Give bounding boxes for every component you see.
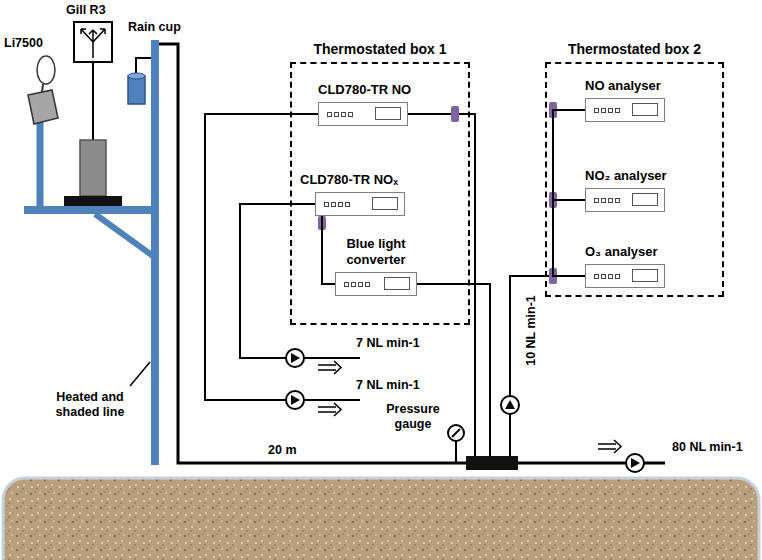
analyser-unit: CLD780-TR NOₓ [300,172,405,216]
pressure-gauge [452,429,460,437]
annotation-label: 20 m [268,443,297,458]
annotation-label: Li7500 [4,36,43,51]
instrument-label: NO analyser [585,78,665,94]
anemometer-head [74,22,112,62]
ground [3,478,759,560]
annotation-label: 7 NL min-1 [356,336,420,351]
instrument-box [318,102,408,126]
instrument-button [345,202,350,207]
brace [95,214,153,256]
leader-line [130,362,150,386]
gas-analyser [28,90,58,124]
analyser-unit: O₃ analyser [585,244,665,288]
instrument-button [327,112,332,117]
instrument-button [594,198,599,203]
instrument-button [365,282,370,287]
instrument-box [585,264,665,288]
instrument-button [358,282,363,287]
annotation-label: Heated and shaded line [38,390,142,420]
connector-plug [451,106,459,122]
anemometer-base [64,196,122,206]
instrument-button [615,274,620,279]
enclosure-box: Thermostated box 2 NO analyserNO₂ analyse… [545,40,724,297]
inlet-tube [510,276,553,457]
instrument-display [632,193,658,206]
anemometer-body [80,140,106,196]
instrument-button [341,112,346,117]
instrument-label: Blue light converter [335,236,417,268]
instrument-button [608,108,613,113]
instrument-button [334,112,339,117]
instrument-box [585,98,665,122]
sample-connector [553,110,585,200]
box-heading: Thermostated box 1 [290,40,470,58]
instrument-display [632,269,658,282]
instrument-button [615,108,620,113]
analyser-unit: NO₂ analyser [585,168,667,212]
manifold [466,456,518,470]
rain-cup [128,73,145,79]
annotation-label: 7 NL min-1 [356,378,420,393]
instrument-box [335,272,417,296]
instrument-button [331,202,336,207]
instrument-label: O₃ analyser [585,244,665,260]
instrument-button [594,274,599,279]
instrument-display [632,103,658,116]
instrument-box [585,188,665,212]
annotation-label: Gill R3 [66,3,106,18]
pump-symbol [626,454,644,472]
sample-connector [322,216,335,284]
instrument-display [375,107,401,120]
instrument-button [594,108,599,113]
instrument-button [324,202,329,207]
instrument-button [608,198,613,203]
instrument-display [384,277,410,290]
rain-cup [128,76,145,104]
pump-tube [205,114,360,400]
instrument-label: CLD780-TR NOₓ [300,172,405,188]
anemometer-head [81,29,105,58]
analyser-unit: Blue light converter [335,236,417,296]
sensor-arm [37,122,44,206]
analyser-unit: NO analyser [585,78,665,122]
annotation-label: Pressure gauge [382,402,444,432]
annotation-label: 80 NL min-1 [672,440,743,455]
instrument-button [601,108,606,113]
gas-analyser [42,84,43,92]
instrument-button [344,282,349,287]
pressure-gauge [448,425,464,441]
flow-arrow [598,440,621,453]
instrument-label: NO₂ analyser [585,168,667,184]
gas-analyser [37,56,55,84]
sample-tube [159,44,665,463]
annotation-label: Rain cup [128,20,181,35]
instrument-button [601,274,606,279]
pump-symbol [501,396,519,414]
gauge-stem [455,441,457,463]
flow-arrow [318,403,341,416]
annotation-label: 10 NL min-1 [524,295,539,366]
pump-symbol [286,391,304,409]
platform [24,206,159,214]
box-heading: Thermostated box 2 [545,40,724,58]
instrument-button [601,198,606,203]
instrument-button [348,112,353,117]
instrument-button [338,202,343,207]
sample-connector [553,200,585,276]
instrument-button [608,274,613,279]
instrument-display [372,197,398,210]
instrument-button [615,198,620,203]
pump-symbol [286,349,304,367]
instrument-box [315,192,405,216]
analyser-unit: CLD780-TR NO [318,82,412,126]
anemometer-rod [92,62,94,140]
flow-arrow [318,361,341,374]
inlet-tube [417,284,490,457]
instrument-button [351,282,356,287]
enclosure-box: Thermostated box 1 CLD780-TR NO CLD780-TR … [290,40,470,325]
instrument-label: CLD780-TR NO [318,82,412,98]
